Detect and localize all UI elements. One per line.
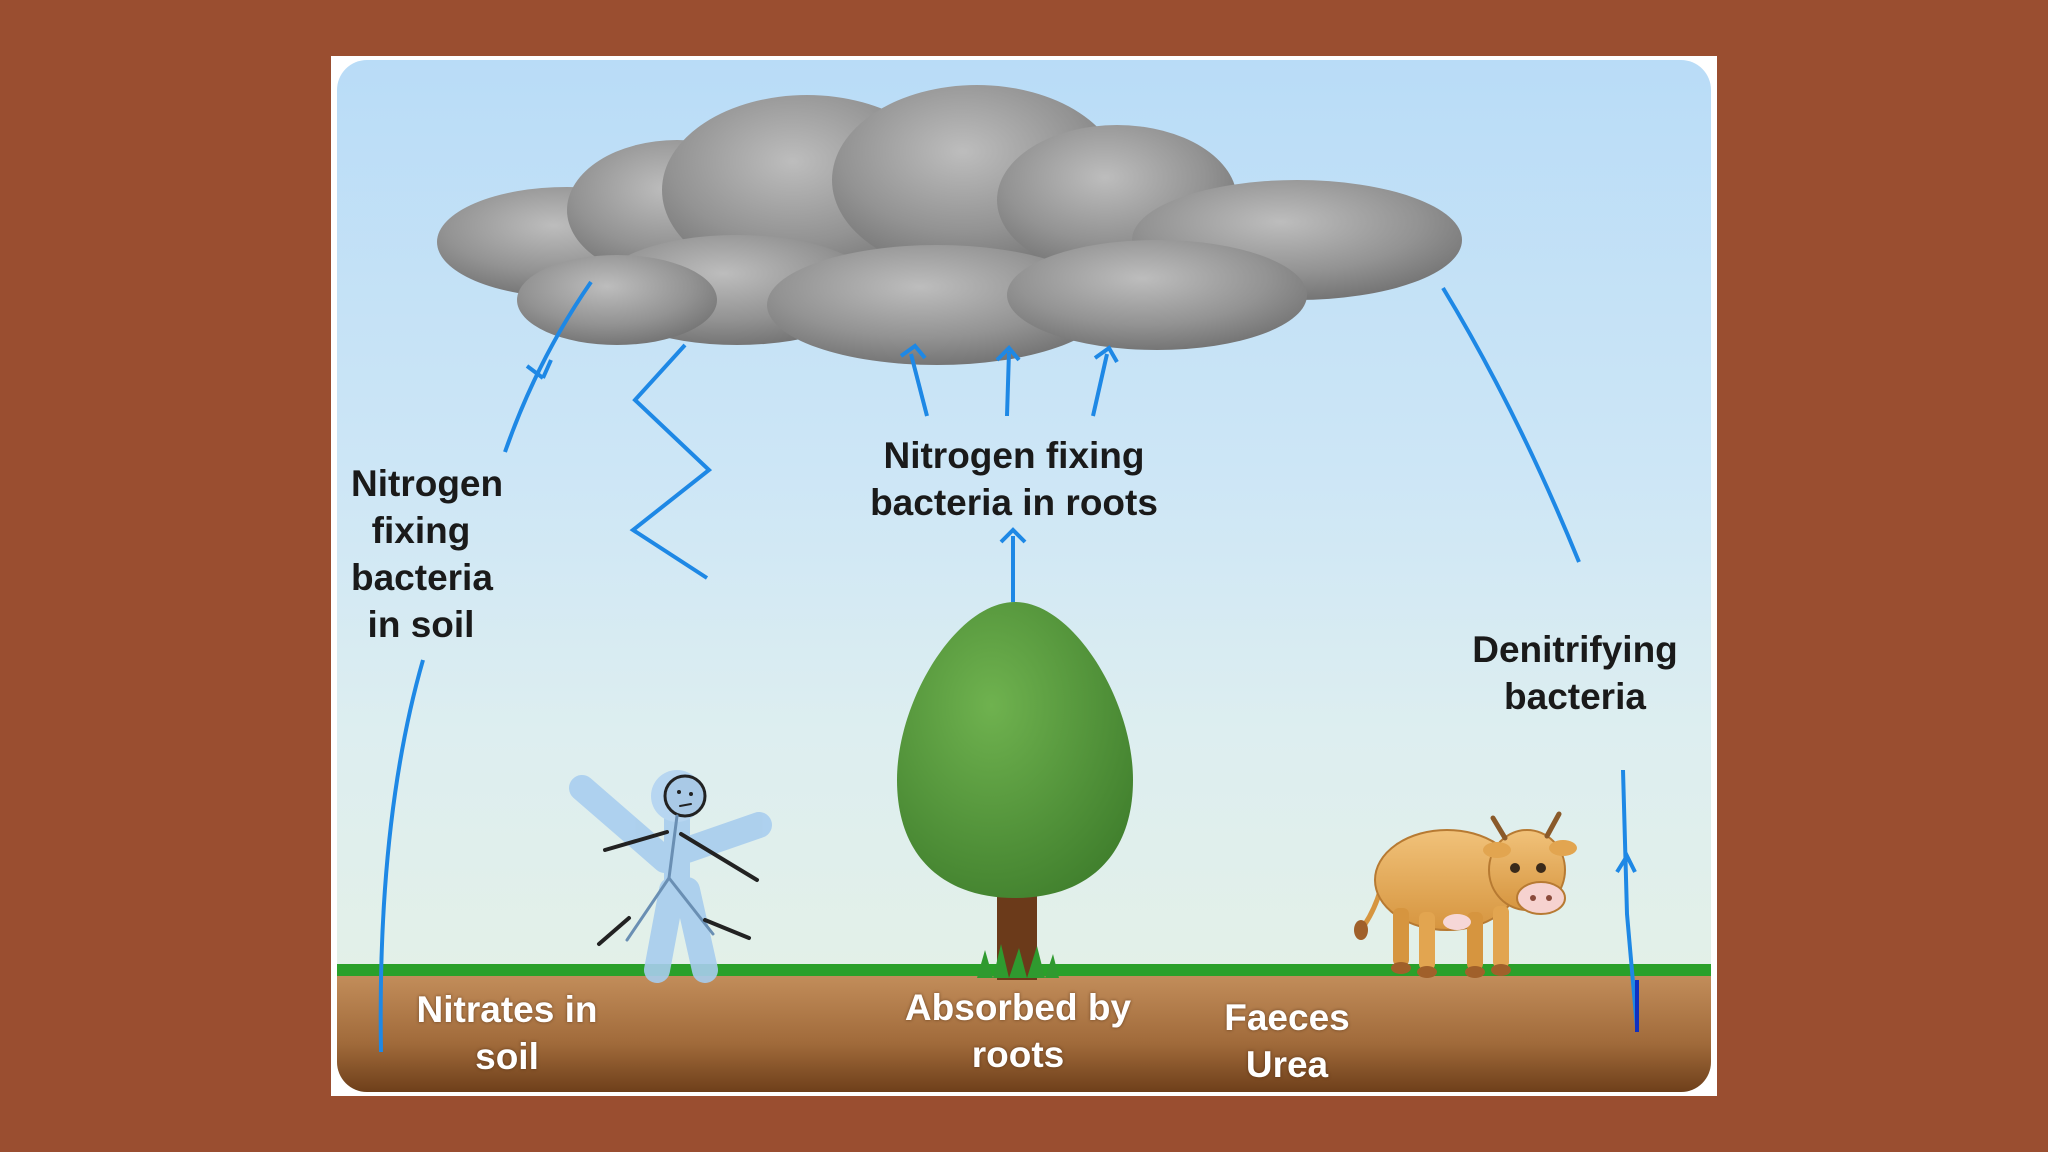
lightning-icon [629, 343, 713, 580]
nitrogen-cycle-diagram: Nitrogen fixing bacteria in soil Nitroge… [337, 60, 1711, 1092]
label-line: bacteria [1504, 676, 1646, 717]
person-icon [569, 770, 772, 983]
label-line: soil [475, 1036, 539, 1077]
arrow-tree-to-fixing-roots [999, 527, 1027, 602]
arrowhead-down-left [525, 359, 553, 380]
label-line: Nitrogen [351, 463, 504, 504]
label-line: Urea [1245, 1044, 1329, 1085]
label-line: bacteria in roots [870, 482, 1158, 523]
cow-icon [1354, 811, 1577, 978]
arrow-cloud-to-fixing-soil [503, 280, 593, 453]
tree-icon [897, 602, 1133, 980]
diagram-frame: Nitrogen fixing bacteria in soil Nitroge… [331, 56, 1717, 1096]
arrow-fixing-soil-to-nitrates [378, 659, 425, 1053]
arrows-cloud-to-fixing-roots [899, 343, 1119, 417]
label-line: in soil [367, 604, 475, 645]
label-line: fixing [371, 510, 471, 551]
storm-cloud-icon [437, 85, 1462, 365]
label-faeces-urea: Faeces Urea [1207, 994, 1367, 1088]
arrow-faeces-to-denitrifying [1621, 769, 1639, 1029]
label-line: Nitrates in [416, 989, 598, 1030]
diagram-artwork [337, 85, 1711, 1092]
label-nitrates-in-soil: Nitrates in soil [387, 986, 627, 1080]
label-absorbed-by-roots: Absorbed by roots [873, 984, 1163, 1078]
label-nitrogen-fixing-bacteria-in-soil: Nitrogen fixing bacteria in soil [351, 460, 504, 648]
arrowhead-up [1615, 851, 1637, 874]
arrow-denitrifying-to-cloud [1441, 286, 1581, 563]
label-line: Nitrogen fixing [883, 435, 1145, 476]
label-line: roots [971, 1034, 1065, 1075]
label-line: Faeces [1224, 997, 1350, 1038]
label-line: bacteria [351, 557, 493, 598]
label-line: Denitrifying [1472, 629, 1678, 670]
label-nitrogen-fixing-bacteria-in-roots: Nitrogen fixing bacteria in roots [849, 432, 1179, 526]
label-denitrifying-bacteria: Denitrifying bacteria [1455, 626, 1695, 720]
label-line: Absorbed by [904, 987, 1132, 1028]
